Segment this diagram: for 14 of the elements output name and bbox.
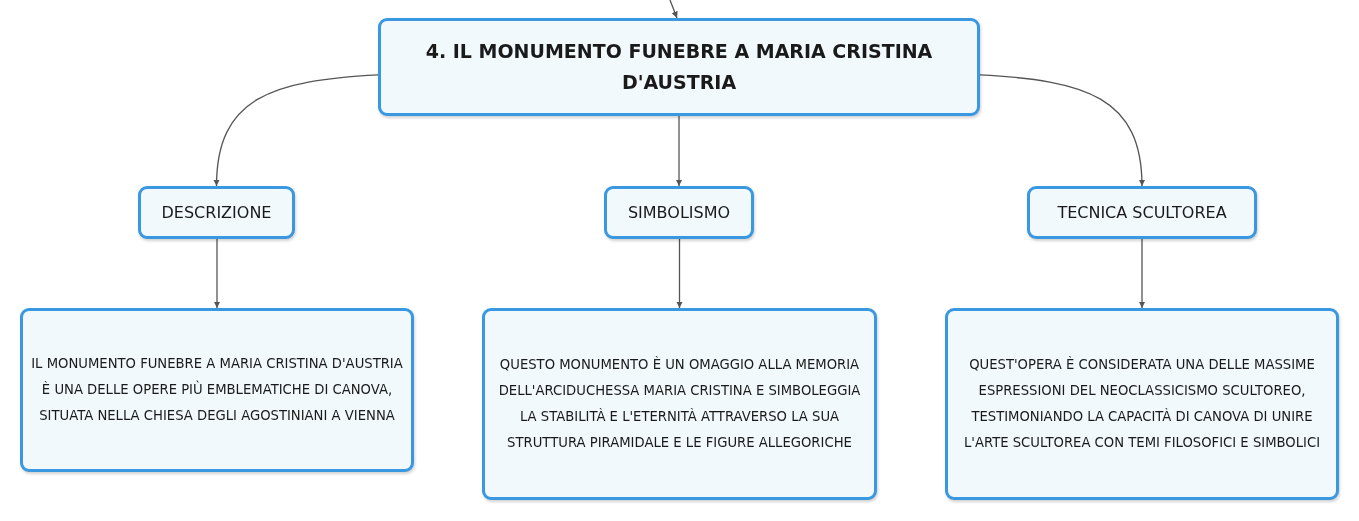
connector-arrow [213,74,379,187]
connector-arrow [669,0,678,19]
description-box: IL MONUMENTO FUNEBRE A MARIA CRISTINA D'AUSTRIA È UNA DELLE OPERE PIÙ EMBLEMATICHE DI CANOVA, SITUATA NELLA CHIESA DEGLI AGOSTINIANI A VIENNA [20,308,414,472]
description-box: QUEST'OPERA È CONSIDERATA UNA DELLE MASSIME ESPRESSIONI DEL NEOCLASSICISMO SCULTOREO, TESTIMONIANDO LA CAPACITÀ DI CANOVA DI UNIRE L'ARTE SCULTOREA CON TEMI FILOSOFICI E SIMBOLICI [945,308,1339,500]
connector-arrow [675,115,683,187]
topic-box: TECNICA SCULTOREA [1027,186,1257,239]
connector-arrow [1138,238,1146,309]
topic-box: SIMBOLISMO [604,186,754,239]
connector-arrow [676,238,683,309]
connector-arrow [213,238,221,309]
connector-arrow [979,74,1145,187]
description-box: QUESTO MONUMENTO È UN OMAGGIO ALLA MEMORIA DELL'ARCIDUCHESSA MARIA CRISTINA E SIMBOLEGGIA LA STABILITÀ E L'ETERNITÀ ATTRAVERSO LA SUA STRUTTURA PIRAMIDALE E LE FIGURE ALLEGORICHE [482,308,877,500]
central-topic-box: 4. IL MONUMENTO FUNEBRE A MARIA CRISTINA D'AUSTRIA [378,18,980,116]
topic-box: DESCRIZIONE [138,186,295,239]
